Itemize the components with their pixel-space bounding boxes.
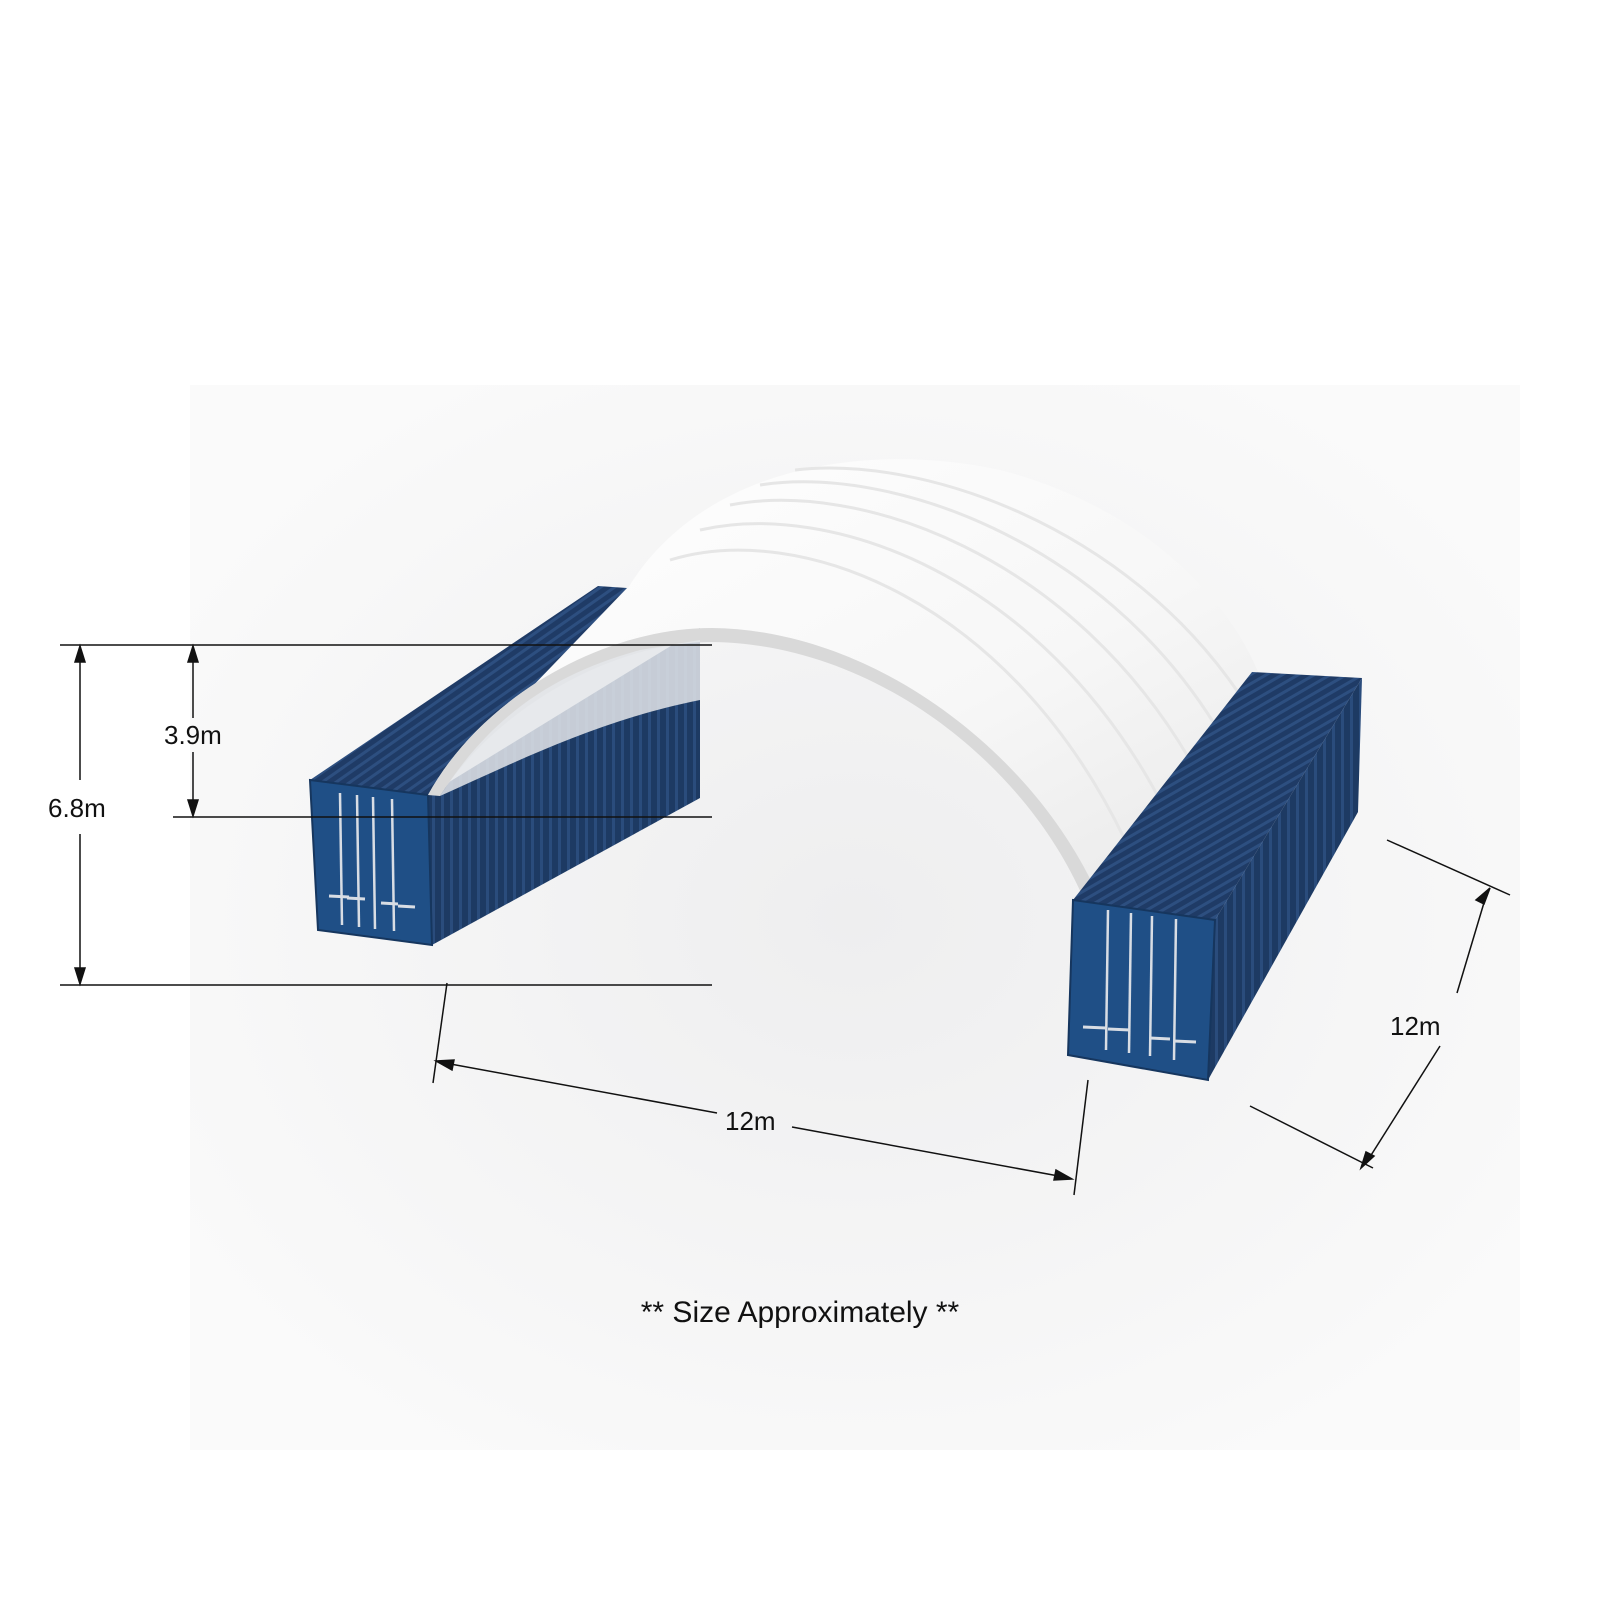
total-height-label: 6.8m xyxy=(48,793,106,823)
width-label: 12m xyxy=(725,1106,776,1136)
left-container-top xyxy=(310,586,627,795)
length-label: 12m xyxy=(1390,1011,1441,1041)
dimension-lines xyxy=(60,643,1511,1196)
dome-canopy xyxy=(428,459,1258,902)
left-container-front xyxy=(308,778,434,947)
right-container-front xyxy=(1066,898,1217,1082)
arch-height-label: 3.9m xyxy=(164,720,222,750)
right-container-side xyxy=(1208,678,1362,1080)
right-container-top xyxy=(1073,672,1362,920)
left-container-door-handles xyxy=(328,894,416,909)
right-container-door-handles xyxy=(1082,1025,1197,1044)
size-approximately-note: ** Size Approximately ** xyxy=(640,1296,960,1329)
right-container xyxy=(1066,672,1362,1082)
